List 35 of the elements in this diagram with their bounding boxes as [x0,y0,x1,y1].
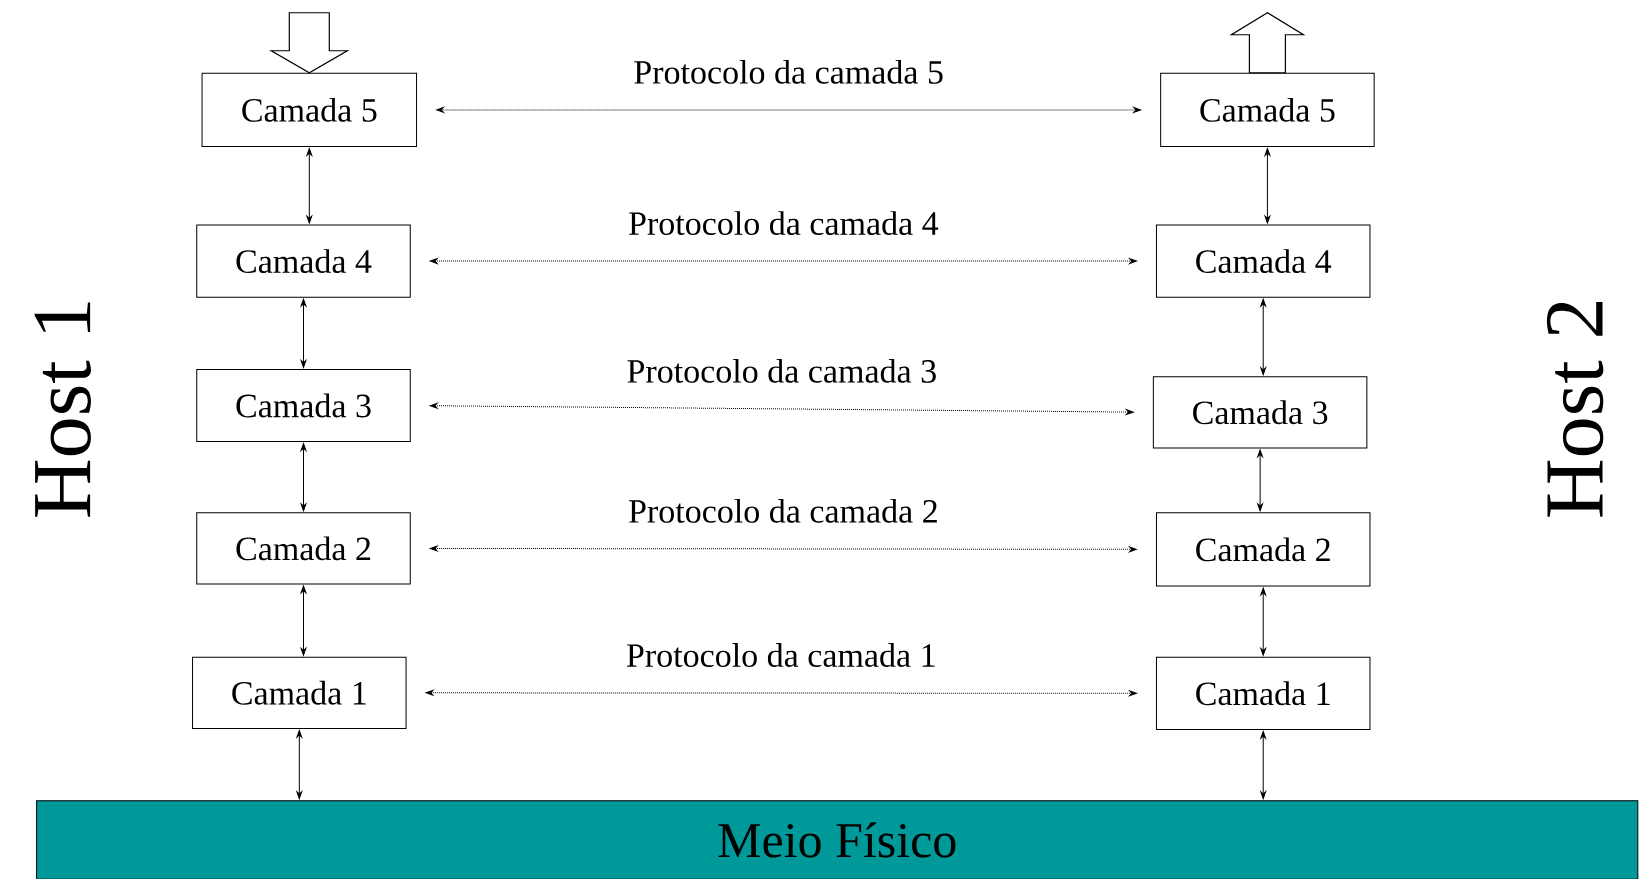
arrow [1257,449,1263,512]
arrow [300,585,307,656]
layer-box: Camada 2 [1155,512,1371,587]
layer-box: Camada 1 [192,656,407,729]
edge-label: Protocolo da camada 5 [634,59,943,84]
block-arrow [269,12,350,74]
protocol-arrow [425,689,1137,697]
arrow [1260,298,1267,376]
layer-box: Camada 5 [1160,72,1375,148]
layer-box: Camada 3 [1152,376,1368,449]
layer-box: Camada 2 [196,512,411,585]
layer-box: Camada 3 [196,368,411,443]
physical-medium-bar: Meio Físico [36,800,1639,879]
arrow [1260,587,1267,656]
block-arrow [1229,12,1306,74]
protocol-arrow [436,107,1142,113]
host-label: Host 1 [34,302,91,517]
arrow [1260,730,1267,800]
host-label: Host 2 [1546,302,1604,517]
protocol-arrow [429,402,1134,415]
arrow [306,148,313,224]
protocol-arrow [429,545,1137,553]
layer-box: Camada 5 [201,72,418,148]
protocol-arrow [429,258,1137,264]
arrow [1264,148,1271,224]
layer-box: Camada 4 [196,224,411,298]
edge-label: Protocolo da camada 1 [626,643,935,667]
arrow [300,443,307,512]
arrow [296,729,303,800]
layer-box: Camada 1 [1155,656,1371,730]
edge-label: Protocolo da camada 3 [627,358,936,383]
edge-label: Protocolo da camada 4 [629,211,939,236]
edge-label: Protocolo da camada 2 [629,498,937,523]
layer-box: Camada 4 [1155,224,1371,298]
arrow [300,298,307,368]
